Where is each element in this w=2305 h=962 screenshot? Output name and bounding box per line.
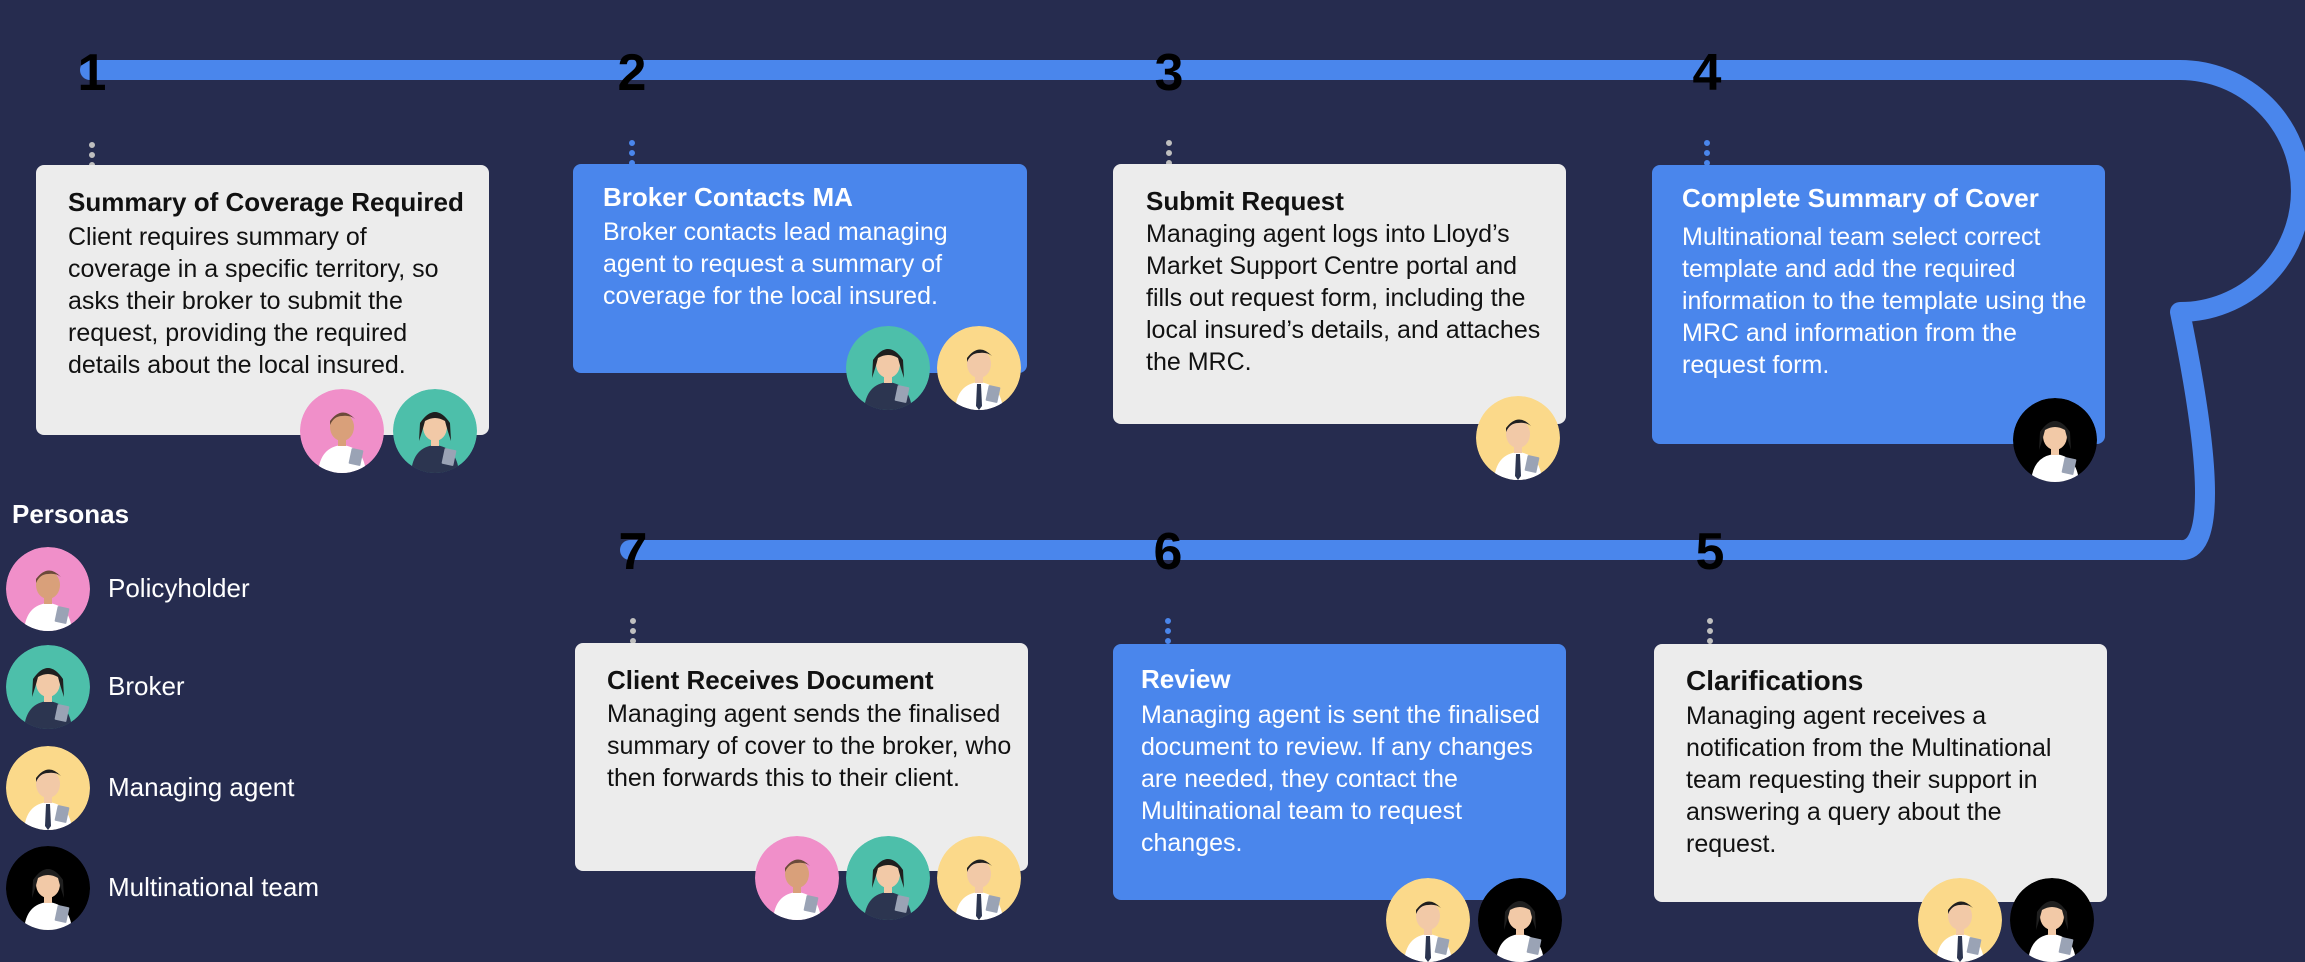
step-6-description: Managing agent is sent the finalised doc… (1141, 701, 1540, 857)
step-4-number: 4 (1692, 44, 1722, 102)
step-7-marker: 7 (563, 482, 703, 622)
step-7-card: Client Receives Document Managing agent … (575, 643, 1028, 871)
step-5-description: Managing agent receives a notification f… (1686, 702, 2052, 858)
step-4-marker: 4 (1637, 3, 1777, 143)
step-3-title: Submit Request (1146, 186, 1344, 216)
step-6-connector (1165, 618, 1171, 644)
step-5-connector (1707, 618, 1713, 644)
step-3-card: Submit Request Managing agent logs into … (1113, 164, 1566, 424)
step-3-description: Managing agent logs into Lloyd’s Market … (1146, 220, 1541, 376)
legend-item-multinational-team: Multinational team (6, 846, 386, 930)
step-7-title: Client Receives Document (607, 665, 934, 695)
legend-label-multinational-team: Multinational team (108, 872, 319, 902)
multinational-team-icon (2010, 878, 2094, 962)
step-7-description: Managing agent sends the finalised summa… (607, 700, 1012, 792)
multinational-team-icon (2013, 398, 2097, 482)
step-5-card: Clarifications Managing agent receives a… (1654, 644, 2107, 902)
step-1-card: Summary of Coverage Required Client requ… (36, 165, 489, 435)
legend-label-managing-agent: Managing agent (108, 772, 295, 802)
step-2-marker: 2 (562, 3, 702, 143)
step-7-number: 7 (618, 523, 648, 581)
step-5-title: Clarifications (1686, 665, 1864, 696)
step-4-description: Multinational team select correct templa… (1682, 223, 2087, 379)
step-3-number: 3 (1154, 44, 1184, 102)
step-1-title: Summary of Coverage Required (68, 187, 464, 217)
broker-icon (846, 326, 930, 410)
policyholder-icon (755, 836, 839, 920)
broker-icon (6, 645, 90, 729)
step-6-number: 6 (1153, 523, 1183, 581)
managing-agent-icon (937, 326, 1021, 410)
legend-item-managing-agent: Managing agent (6, 746, 386, 830)
managing-agent-icon (1476, 396, 1560, 480)
step-2-number: 2 (617, 44, 647, 102)
managing-agent-icon (1918, 878, 2002, 962)
step-7-connector (630, 618, 636, 644)
legend-label-broker: Broker (108, 671, 185, 701)
step-3-connector (1166, 140, 1172, 166)
broker-icon (393, 389, 477, 473)
personas-legend-title: Personas (12, 499, 130, 529)
step-4-card: Complete Summary of Cover Multinational … (1652, 165, 2105, 444)
policyholder-icon (6, 547, 90, 631)
broker-icon (846, 836, 930, 920)
legend-item-policyholder: Policyholder (6, 547, 386, 631)
step-1-connector (89, 142, 95, 168)
managing-agent-icon (937, 836, 1021, 920)
step-1-description: Client requires summary of coverage in a… (68, 223, 439, 379)
step-4-connector (1704, 140, 1710, 166)
policyholder-icon (300, 389, 384, 473)
step-1-marker: 1 (22, 3, 162, 143)
step-2-title: Broker Contacts MA (603, 182, 853, 212)
step-3-marker: 3 (1099, 3, 1239, 143)
step-6-title: Review (1141, 664, 1231, 694)
multinational-team-icon (1478, 878, 1562, 962)
step-5-number: 5 (1695, 523, 1725, 581)
step-6-card: Review Managing agent is sent the finali… (1113, 644, 1566, 900)
step-4-title: Complete Summary of Cover (1682, 183, 2039, 213)
managing-agent-icon (1386, 878, 1470, 962)
step-2-connector (629, 140, 635, 166)
step-5-marker: 5 (1640, 482, 1780, 622)
multinational-team-icon (6, 846, 90, 930)
legend-item-broker: Broker (6, 645, 386, 729)
step-1-number: 1 (77, 44, 107, 102)
legend-label-policyholder: Policyholder (108, 573, 250, 603)
step-2-description: Broker contacts lead managing agent to r… (603, 218, 948, 310)
managing-agent-icon (6, 746, 90, 830)
step-6-marker: 6 (1098, 482, 1238, 622)
